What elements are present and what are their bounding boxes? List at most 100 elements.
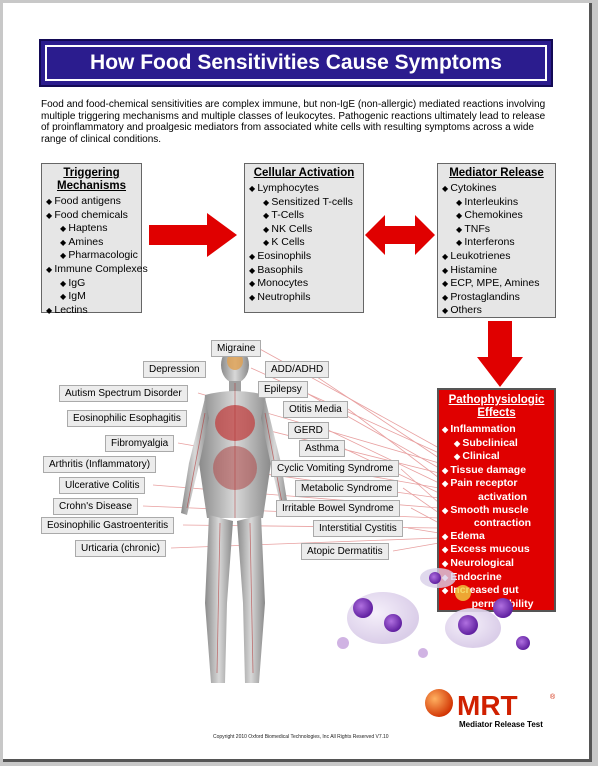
bullet-icon: ◆ [442,251,451,261]
list-item: ◆ Lymphocytes [249,182,359,196]
patho-title-line2: Effects [477,407,516,419]
bullet-icon: ◆ [442,505,451,515]
list-item: ◆ Smooth muscle [442,504,551,518]
condition-label: Fibromyalgia [105,435,175,452]
list-item: ◆ ECP, MPE, Amines [442,277,551,291]
bullet-icon: ◆ [454,438,463,448]
list-item-text: Prostaglandins [450,290,520,303]
list-item-text: Interleukins [464,195,519,208]
list-item: ◆ Lectins [46,304,137,318]
mediator-list: ◆ Cytokines◆ Interleukins◆ Chemokines◆ T… [442,182,551,318]
list-item-text: Food chemicals [54,208,128,221]
bullet-icon: ◆ [60,224,69,234]
condition-label: Metabolic Syndrome [295,480,399,497]
page-title: How Food Sensitivities Cause Symptoms [45,45,547,81]
list-item-text: Leukotrienes [450,249,511,262]
list-item: ◆ Prostaglandins [442,291,551,305]
condition-label: Eosinophilic Gastroenteritis [41,517,175,534]
condition-label: Arthritis (Inflammatory) [43,456,157,473]
list-item: ◆ Neurological [442,557,551,571]
bullet-icon: ◆ [442,586,451,596]
list-item: ◆ Histamine [442,264,551,278]
list-item: ◆ Others [442,304,551,318]
human-body-figure [181,347,289,683]
list-item-text: Food antigens [54,195,121,207]
bullet-icon: ◆ [454,452,463,462]
bullet-icon: ◆ [46,210,55,220]
list-item: ◆ Haptens [46,222,137,236]
mrt-logo-icon: MRT ® Mediator Release Test [425,689,556,729]
list-item-text: Chemokines [464,209,523,222]
condition-label: Atopic Dermatitis [301,543,389,560]
condition-label: Urticaria (chronic) [75,540,166,557]
list-item-text: Excess mucous [450,543,530,556]
logo-subtitle: Mediator Release Test [459,720,543,729]
triggering-box: Triggering Mechanisms ◆ Food antigens◆ F… [41,163,148,316]
list-item: ◆ Interferons [442,236,551,250]
bullet-icon: ◆ [263,211,272,221]
list-item-text: Others [450,304,482,317]
bullet-icon: ◆ [249,292,258,302]
list-item-text: Histamine [450,263,498,276]
cells-illustration [337,568,530,658]
list-item: ◆ Cytokines [442,182,551,196]
list-item-text: Pain receptor [450,477,518,490]
list-item: ◆ Inflammation [442,423,551,437]
bullet-icon: ◆ [60,237,69,247]
list-item-text: Endocrine [450,570,502,583]
list-item: ◆ Basophils [249,264,359,278]
list-item-text: Monocytes [257,277,309,290]
list-item: activation [442,491,551,504]
list-item-text: Edema [450,529,485,542]
list-item: ◆ IgG [46,277,137,291]
bullet-icon: ◆ [60,251,69,261]
list-item-text: IgM [68,290,86,303]
list-item-text: Tissue damage [450,463,527,476]
list-item-text: K Cells [271,236,305,249]
patho-title-line1: Pathophysiologic [448,394,545,406]
condition-label: Autism Spectrum Disorder [59,385,188,402]
list-item-text: IgG [68,276,86,289]
list-item: ◆ Sensitized T-cells [249,196,359,210]
logo-registered: ® [550,693,556,701]
list-item: ◆ Monocytes [249,277,359,291]
cellular-list: ◆ Lymphocytes◆ Sensitized T-cells◆ T-Cel… [249,182,359,304]
condition-label: Cyclic Vomiting Syndrome [271,460,400,477]
list-item-text: Interferons [464,236,515,249]
list-item-text: ECP, MPE, Amines [450,277,540,290]
condition-label: Depression [143,361,206,378]
list-item-text: Cytokines [450,182,497,194]
list-item-text: contraction [473,517,532,530]
list-item-text: TNFs [464,222,491,235]
list-item: ◆ Chemokines [442,209,551,223]
mrt-logo: MRT ® Mediator Release Test [423,687,563,731]
list-item-text: Lectins [54,303,88,316]
bullet-icon: ◆ [456,197,465,207]
double-arrow-icon [365,215,435,255]
page: How Food Sensitivities Cause Symptoms Fo… [3,3,592,762]
triggering-list: ◆ Food antigens ◆ Food chemicals◆ Haptens… [46,195,148,318]
list-item: contraction [442,517,551,530]
list-item: ◆ TNFs [442,223,551,237]
condition-label: Ulcerative Colitis [59,477,146,494]
condition-label: GERD [288,422,329,439]
condition-label: Asthma [299,440,345,457]
bullet-icon: ◆ [456,211,465,221]
list-item-text: Inflammation [450,423,516,435]
list-item: ◆ T-Cells [249,209,359,223]
bullet-icon: ◆ [442,558,451,568]
right-arrow-icon [149,213,237,257]
list-item: ◆ IgM [46,290,137,304]
list-item: ◆ Leukotrienes [442,250,551,264]
list-item-text: Lymphocytes [257,182,319,194]
title-banner: How Food Sensitivities Cause Symptoms [39,39,553,87]
list-item: ◆ Interleukins [442,196,551,210]
list-item-text: Pharmacologic [68,249,138,262]
condition-label: Interstitial Cystitis [313,520,403,537]
bullet-icon: ◆ [263,238,272,248]
condition-label: Otitis Media [283,401,348,418]
bullet-icon: ◆ [60,292,69,302]
bullet-icon: ◆ [249,251,258,261]
bullet-icon: ◆ [442,465,451,475]
intro-paragraph: Food and food-chemical sensitivities are… [41,99,546,145]
